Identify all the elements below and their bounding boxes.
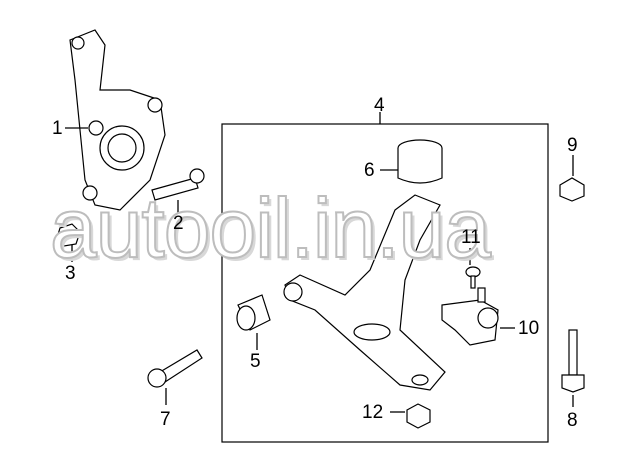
callout-11: 11 [461, 227, 481, 248]
steering-knuckle [69, 29, 166, 211]
callout-2: 2 [173, 213, 184, 234]
callout-6: 6 [364, 160, 375, 181]
ball-joint-10 [441, 287, 499, 346]
callout-7: 7 [160, 409, 171, 430]
leader-lines [65, 112, 574, 413]
callout-8: 8 [567, 410, 578, 431]
control-arm [283, 194, 446, 391]
watermark: autooil.in.ua [49, 181, 492, 275]
callout-1: 1 [52, 118, 63, 139]
bolt-2 [151, 168, 205, 201]
callout-10: 10 [518, 318, 540, 339]
bushing-5 [236, 294, 271, 331]
callout-5: 5 [250, 351, 261, 372]
bolt-8 [561, 329, 585, 393]
callout-3: 3 [65, 263, 76, 284]
callout-9: 9 [567, 135, 578, 156]
nut-9 [559, 177, 585, 202]
callout-12: 12 [362, 402, 384, 423]
bolt-11 [465, 266, 481, 289]
callout-4: 4 [374, 95, 385, 116]
nut-3 [56, 223, 81, 247]
bolt-7 [147, 349, 203, 388]
assembly-box [221, 123, 549, 443]
nut-12 [406, 403, 431, 429]
bushing-6 [397, 139, 443, 184]
